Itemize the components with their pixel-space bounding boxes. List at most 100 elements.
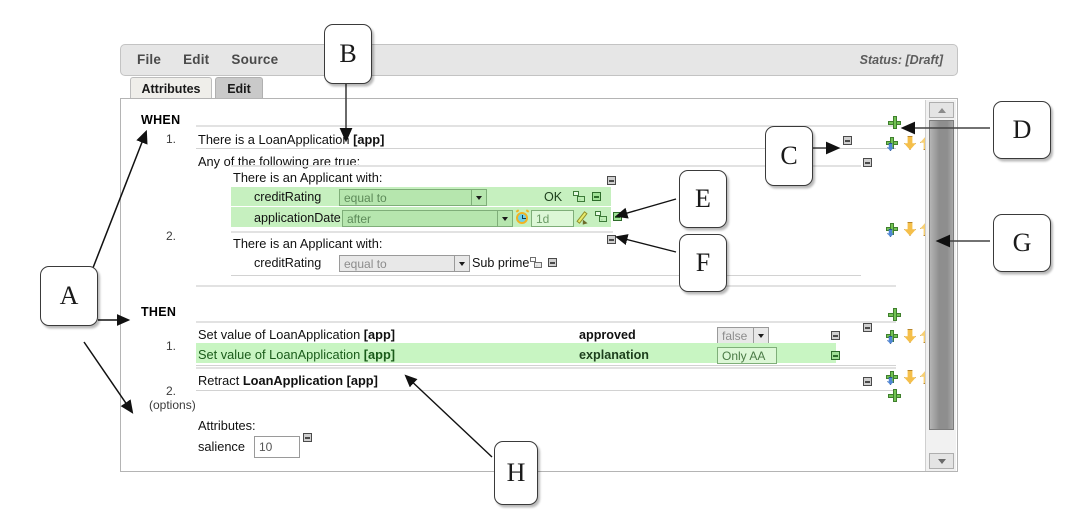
chevron-down-icon[interactable] <box>471 190 486 205</box>
constraint-3-connective-icon[interactable]: ▫ <box>530 257 543 268</box>
when-row-2-number: 2. <box>166 229 177 243</box>
rule-editor-window: File Edit Source Status: [Draft] Attribu… <box>120 44 960 472</box>
pattern-2-toggle-icon[interactable] <box>607 235 616 244</box>
pattern-1-toggle-icon[interactable] <box>607 176 616 185</box>
constraint-3-field-label: creditRating <box>254 256 322 270</box>
then-row-2-highlight <box>196 343 836 363</box>
chevron-down-icon[interactable] <box>454 256 469 271</box>
callout-g: G <box>993 214 1051 272</box>
when-row-1-number: 1. <box>166 132 177 146</box>
then-row-1-field: approved <box>579 328 636 342</box>
menu-item-file[interactable]: File <box>137 52 162 67</box>
add-nested-action-icon[interactable] <box>886 330 901 345</box>
move-down-icon[interactable] <box>904 136 916 150</box>
callout-h: H <box>494 441 538 505</box>
status-badge: Status: [Draft] <box>859 53 943 67</box>
then-section-label: THEN <box>141 305 177 319</box>
constraint-2-field-label: applicationDate <box>254 211 341 225</box>
constraint-1-value: OK <box>544 190 563 204</box>
then-row-1-number: 1. <box>166 339 177 353</box>
move-up-icon-4[interactable] <box>920 370 926 384</box>
tab-strip: Attributes Edit <box>120 77 958 99</box>
callout-c: C <box>765 126 813 186</box>
salience-label: salience <box>198 439 245 454</box>
move-up-icon[interactable] <box>920 136 926 150</box>
divider <box>196 285 896 287</box>
chevron-down-icon[interactable] <box>497 211 512 226</box>
move-up-icon-2[interactable] <box>920 222 926 236</box>
callout-d: D <box>993 101 1051 159</box>
add-nested-condition-icon-2[interactable] <box>886 223 901 238</box>
callout-f: F <box>679 234 727 292</box>
then-block-toggle-icon[interactable] <box>863 323 872 332</box>
then-row-2-toggle-icon[interactable] <box>831 351 840 360</box>
constraint-1-operator-select[interactable]: equal to <box>339 189 487 206</box>
add-attribute-icon[interactable] <box>888 389 901 402</box>
divider <box>196 367 896 369</box>
then-row-2-field: explanation <box>579 348 649 362</box>
then-row-3-number: 2. <box>166 384 177 398</box>
then-row-1-text: Set value of LoanApplication [app] <box>198 327 396 342</box>
add-nested-action-icon-2[interactable] <box>886 371 901 386</box>
pattern-1-label: There is an Applicant with: <box>233 170 383 185</box>
add-condition-icon[interactable] <box>888 116 901 129</box>
constraint-3-value: Sub prime <box>472 256 530 270</box>
salience-toggle-icon[interactable] <box>303 433 312 442</box>
divider <box>196 365 896 366</box>
then-row-1-value-select[interactable]: false <box>717 327 769 344</box>
tab-edit[interactable]: Edit <box>215 77 263 99</box>
clock-icon[interactable] <box>515 209 530 225</box>
constraint-2-value-input[interactable]: 1d <box>531 210 574 227</box>
chevron-down-icon[interactable] <box>753 328 768 343</box>
divider <box>196 390 896 391</box>
then-row-2-value-input[interactable]: Only AA <box>717 347 777 364</box>
menu-item-source[interactable]: Source <box>231 52 279 67</box>
callout-b: B <box>324 24 372 84</box>
rule-canvas: WHEN 1. There is a LoanApplication [app]… <box>121 99 926 471</box>
add-action-icon[interactable] <box>888 308 901 321</box>
vertical-scrollbar[interactable] <box>925 100 956 471</box>
then-row-1-toggle-icon[interactable] <box>831 331 840 340</box>
constraint-1-toggle-icon[interactable] <box>592 192 601 201</box>
scrollbar-thumb[interactable] <box>929 120 954 430</box>
callout-e: E <box>679 170 727 228</box>
scroll-up-button[interactable] <box>929 102 954 118</box>
menu-items: File Edit Source <box>137 52 278 67</box>
when-row-1-text: There is a LoanApplication [app] <box>198 132 385 147</box>
divider <box>196 148 896 149</box>
then-row-3-text: Retract LoanApplication [app] <box>198 373 378 388</box>
move-down-icon-3[interactable] <box>904 329 916 343</box>
constraint-1-field-label: creditRating <box>254 190 322 204</box>
scroll-down-button[interactable] <box>929 453 954 469</box>
attributes-label: Attributes: <box>198 418 256 433</box>
divider <box>231 231 613 233</box>
constraint-2-toggle-icon[interactable] <box>613 212 622 221</box>
menu-item-edit[interactable]: Edit <box>183 52 210 67</box>
rule-editor-body: WHEN 1. There is a LoanApplication [app]… <box>120 98 958 472</box>
divider <box>196 321 896 323</box>
move-down-icon-4[interactable] <box>904 370 916 384</box>
salience-input[interactable]: 10 <box>254 436 300 458</box>
options-label: (options) <box>149 398 196 412</box>
composite-toggle-icon[interactable] <box>863 158 872 167</box>
constraint-3-operator-select[interactable]: equal to <box>339 255 470 272</box>
constraint-2-connective-icon[interactable]: ▫ <box>595 211 608 222</box>
callout-a: A <box>40 266 98 326</box>
divider <box>231 165 861 167</box>
row-widget-toggle-icon[interactable] <box>843 136 852 145</box>
constraint-2-operator-select[interactable]: after <box>342 210 513 227</box>
add-nested-condition-icon[interactable] <box>886 137 901 152</box>
constraint-3-toggle-icon[interactable] <box>548 258 557 267</box>
move-up-icon-3[interactable] <box>920 329 926 343</box>
divider <box>196 125 896 127</box>
pattern-2-label: There is an Applicant with: <box>233 236 383 251</box>
move-down-icon-2[interactable] <box>904 222 916 236</box>
pencil-icon[interactable] <box>576 210 593 227</box>
divider <box>231 275 861 276</box>
when-section-label: WHEN <box>141 113 181 127</box>
tab-attributes[interactable]: Attributes <box>130 77 212 99</box>
constraint-1-connective-icon[interactable]: ▫ <box>573 191 586 202</box>
then-row-3-toggle-icon[interactable] <box>863 377 872 386</box>
then-row-2-text: Set value of LoanApplication [app] <box>198 347 396 362</box>
